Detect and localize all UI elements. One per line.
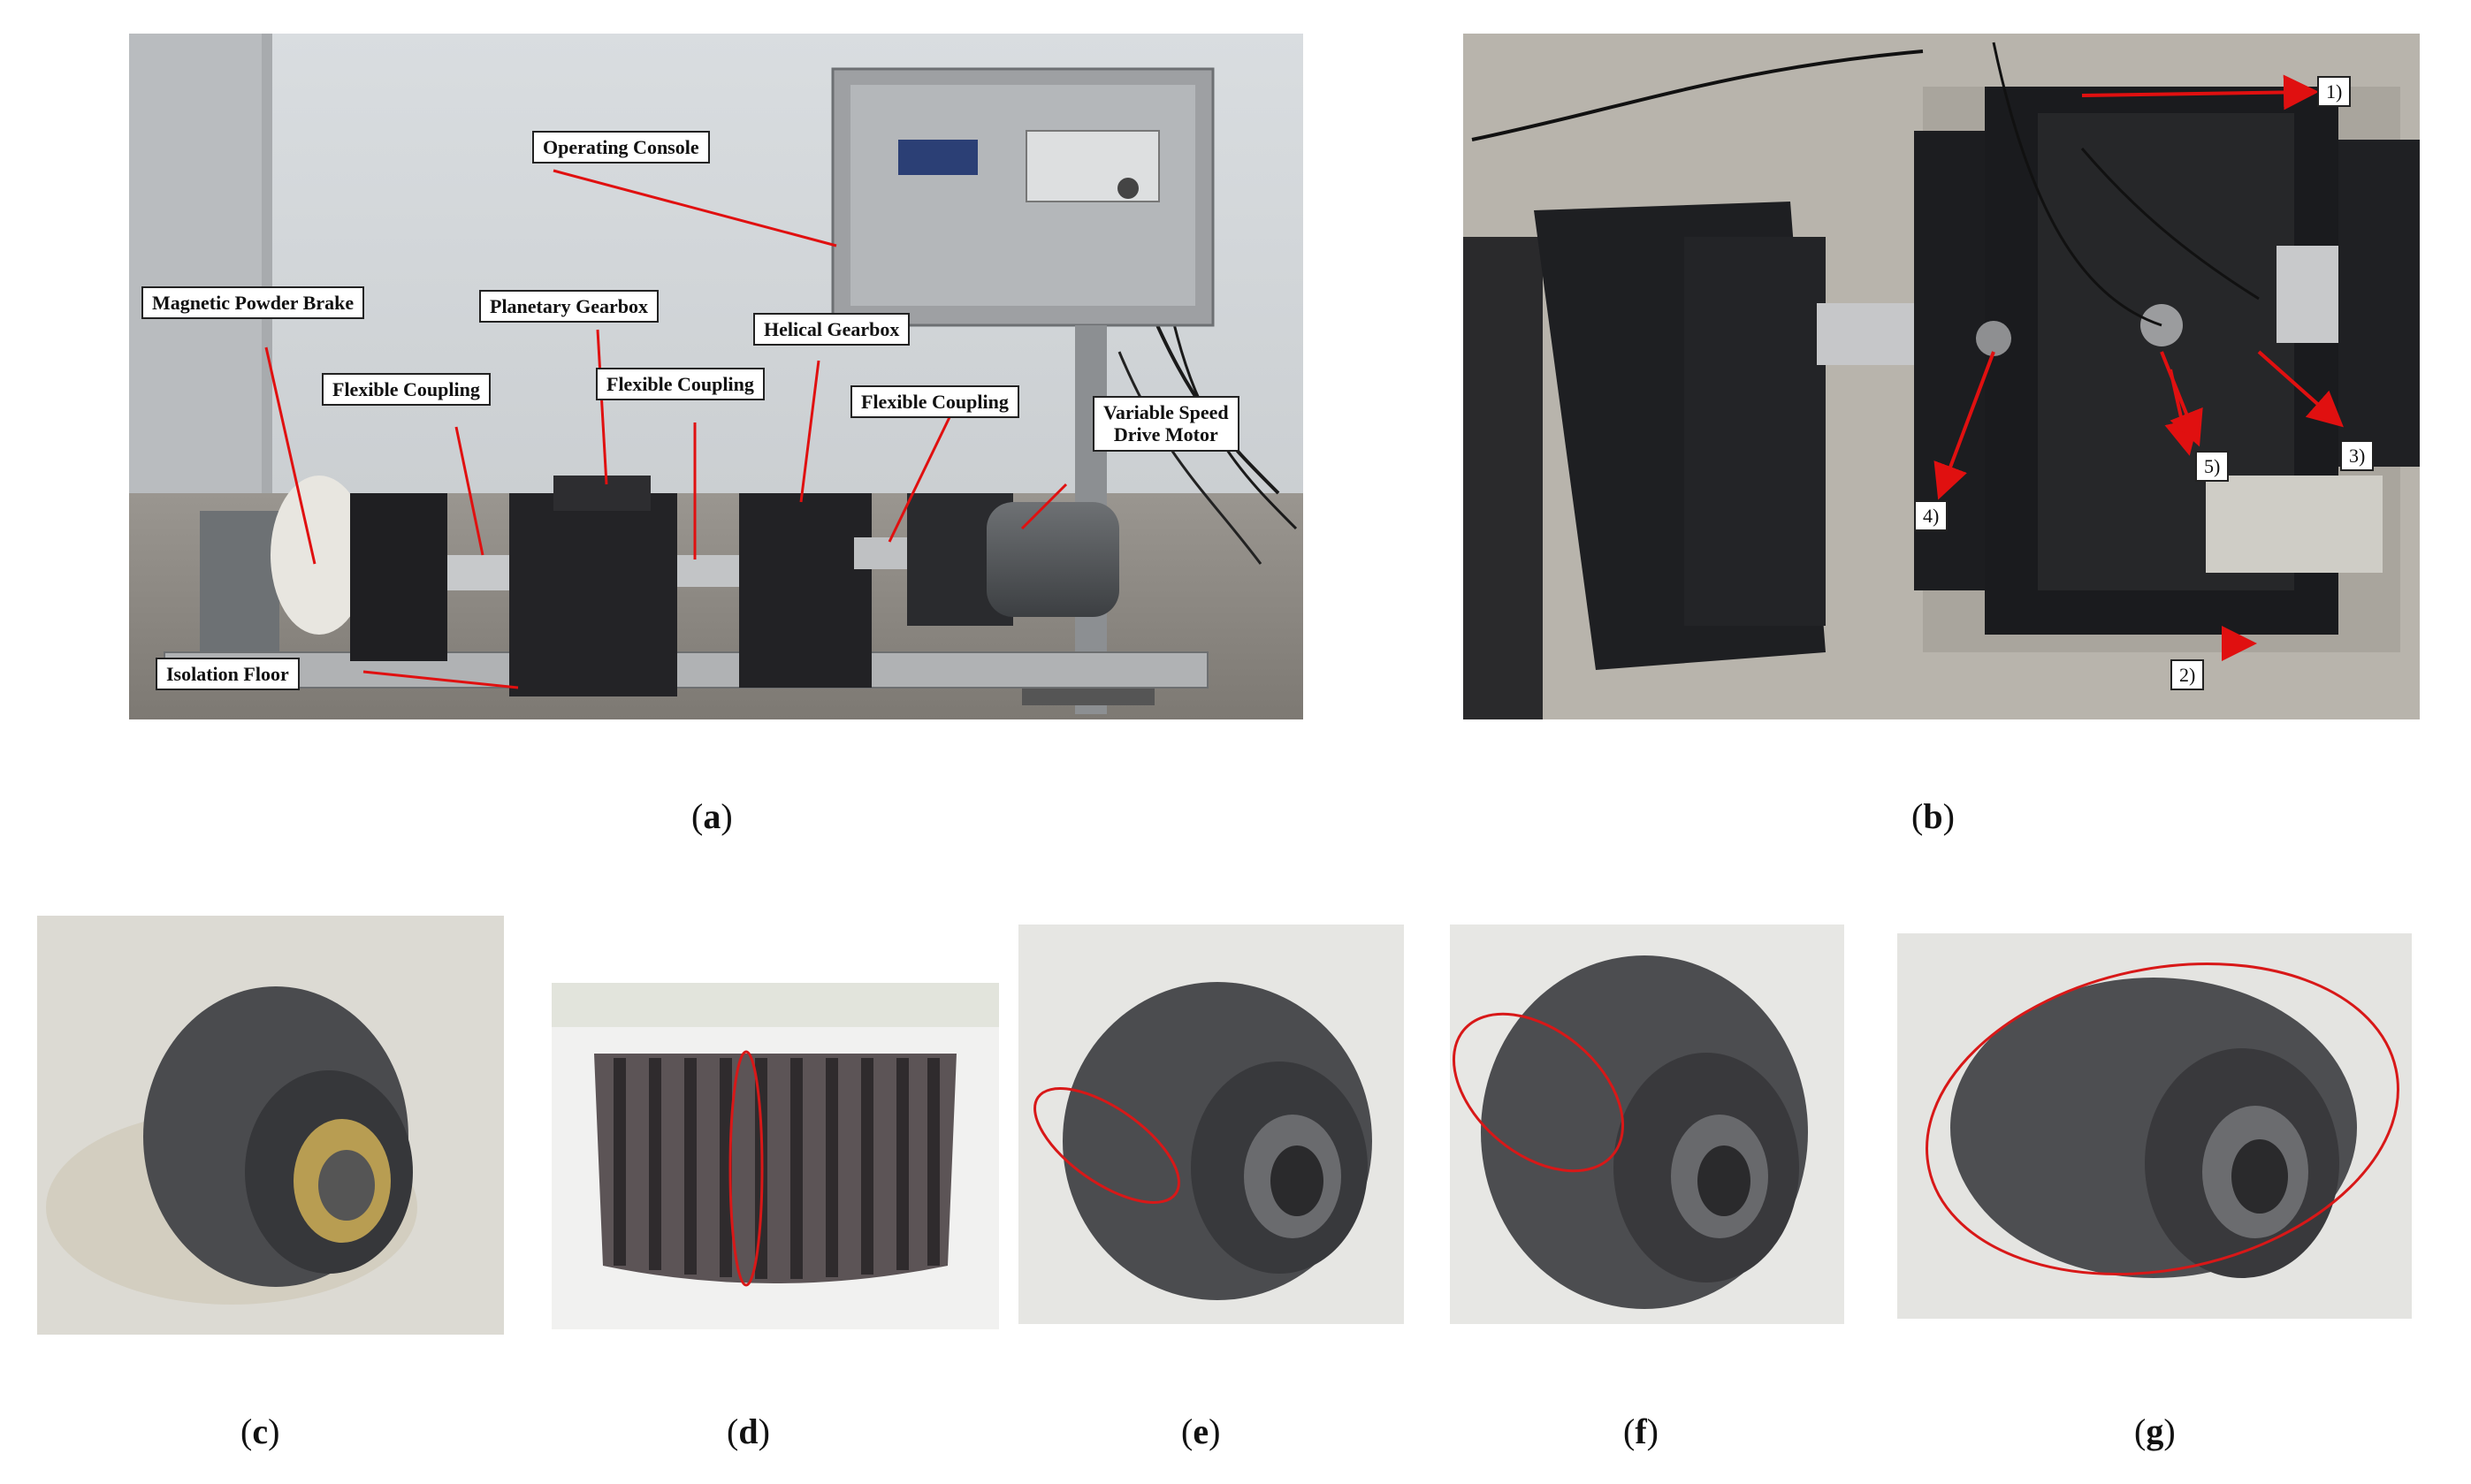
label-planetary-gearbox: Planetary Gearbox [479,290,660,323]
label-drive-motor-line2: Drive Motor [1113,423,1218,446]
caption-d: (d) [727,1411,770,1452]
caption-a-close: ) [721,796,733,836]
caption-b-letter: b [1923,796,1943,836]
test-rig-photo [129,34,1303,719]
caption-c-open: ( [240,1412,253,1451]
label-drive-motor-line1: Variable Speed [1103,401,1229,423]
panel-d-gear-side-view [552,983,999,1329]
caption-b-open: ( [1911,796,1924,836]
caption-e-close: ) [1209,1412,1221,1451]
caption-c: (c) [240,1411,279,1452]
panel-g-damaged-gear [1897,933,2412,1319]
caption-d-letter: d [738,1412,759,1451]
label-point-4: 4) [1914,500,1949,532]
caption-f-close: ) [1646,1412,1659,1451]
label-point-2: 2) [2170,659,2205,691]
gear-photo-d [552,983,999,1329]
label-flexible-coupling-2: Flexible Coupling [596,368,765,401]
label-helical-gearbox: Helical Gearbox [753,313,911,346]
top-view-photo [1463,34,2420,719]
caption-g-open: ( [2134,1412,2147,1451]
caption-b: (b) [1911,795,1955,837]
panel-e-damaged-gear [1018,925,1404,1324]
caption-g-letter: g [2146,1412,2164,1451]
label-point-1: 1) [2317,76,2352,108]
caption-a: (a) [691,795,733,837]
caption-e-letter: e [1193,1412,1209,1451]
label-operating-console: Operating Console [532,131,710,164]
caption-f-open: ( [1623,1412,1636,1451]
caption-a-letter: a [703,796,721,836]
caption-c-close: ) [268,1412,280,1451]
label-flexible-coupling-1: Flexible Coupling [322,373,491,407]
caption-f: (f) [1623,1411,1659,1452]
caption-e-open: ( [1181,1412,1194,1451]
label-point-3: 3) [2340,440,2375,472]
label-magnetic-powder-brake: Magnetic Powder Brake [141,286,365,320]
gear-photo-e [1018,925,1404,1324]
panel-a-test-rig-photo: Operating Console Magnetic Powder Brake … [129,34,1303,719]
label-flexible-coupling-3: Flexible Coupling [850,385,1019,419]
caption-a-open: ( [691,796,704,836]
label-point-5: 5) [2195,451,2230,483]
caption-f-letter: f [1635,1412,1647,1451]
panel-b-top-view-photo: 1) 2) 3) 4) 5) [1463,34,2420,719]
panel-c-normal-gear [37,916,504,1335]
label-isolation-floor: Isolation Floor [156,658,300,691]
caption-b-close: ) [1942,796,1955,836]
panel-f-damaged-gear [1450,925,1844,1324]
gear-photo-c [37,916,504,1335]
caption-d-close: ) [758,1412,770,1451]
label-variable-speed-drive-motor: Variable Speed Drive Motor [1093,396,1239,452]
caption-c-letter: c [252,1412,269,1451]
gear-photo-f [1450,925,1844,1324]
gear-photo-g [1897,933,2412,1319]
caption-g: (g) [2134,1411,2176,1452]
caption-g-close: ) [2163,1412,2176,1451]
caption-d-open: ( [727,1412,739,1451]
caption-e: (e) [1181,1411,1220,1452]
